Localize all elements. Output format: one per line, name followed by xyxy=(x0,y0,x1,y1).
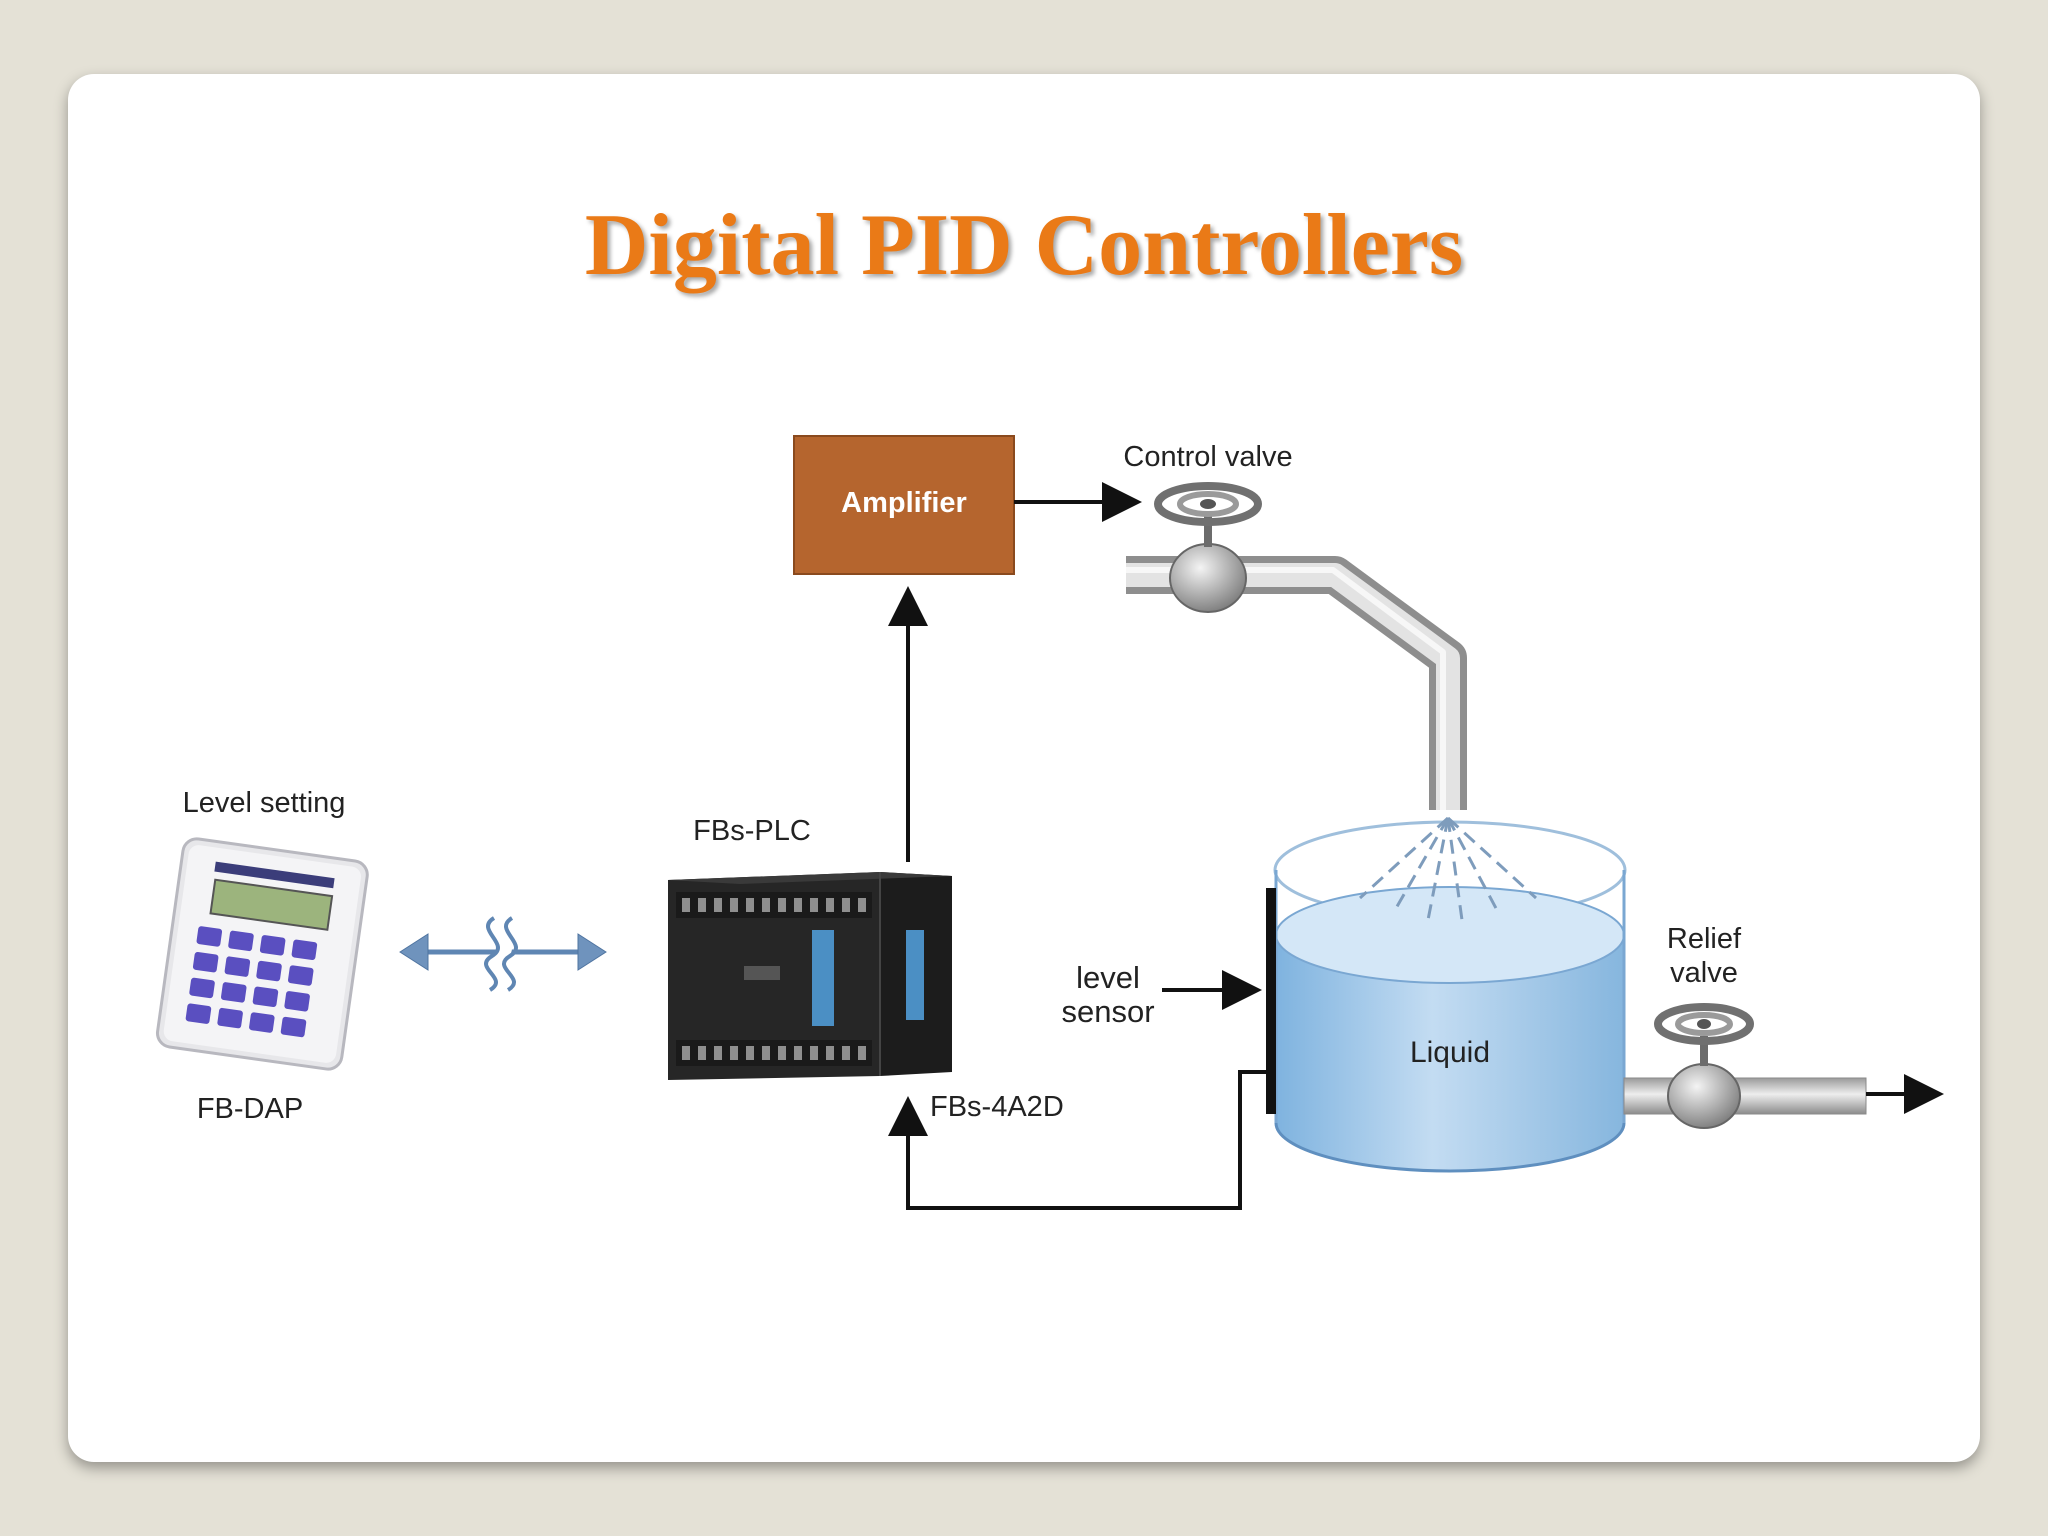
communication-link-icon xyxy=(399,912,607,996)
relief-valve-icon xyxy=(1654,1003,1754,1129)
control-valve-icon xyxy=(1154,482,1262,613)
control-valve-label: Control valve xyxy=(1123,441,1292,473)
amplifier-label: Amplifier xyxy=(841,487,967,519)
slide-card xyxy=(68,74,1980,1462)
feedback-arrow xyxy=(888,1070,1266,1210)
level-sensor-label-line2: sensor xyxy=(1061,994,1154,1029)
amplifier-block: Amplifier xyxy=(793,435,1015,575)
inlet-pipe xyxy=(1126,556,1467,810)
relief-valve-label-line2: valve xyxy=(1670,957,1738,989)
fb-dap-label: FB-DAP xyxy=(197,1093,303,1125)
outlet-pipe xyxy=(1623,1077,1867,1115)
fb-dap-keypad-icon xyxy=(155,837,369,1071)
level-sensor-label-line1: level xyxy=(1076,960,1140,995)
fbs-4a2d-label: FBs-4A2D xyxy=(930,1091,1064,1123)
liquid-label: Liquid xyxy=(1410,1036,1490,1069)
slide-title: Digital PID Controllers xyxy=(584,197,1464,294)
liquid-tank: Liquid xyxy=(1273,816,1627,1173)
relief-valve-label-line1: Relief xyxy=(1667,923,1742,955)
level-sensor-bar xyxy=(1266,888,1276,1114)
fbs-plc-device-icon xyxy=(668,872,952,1080)
level-setting-label: Level setting xyxy=(183,787,346,819)
fbs-plc-label: FBs-PLC xyxy=(693,815,811,847)
